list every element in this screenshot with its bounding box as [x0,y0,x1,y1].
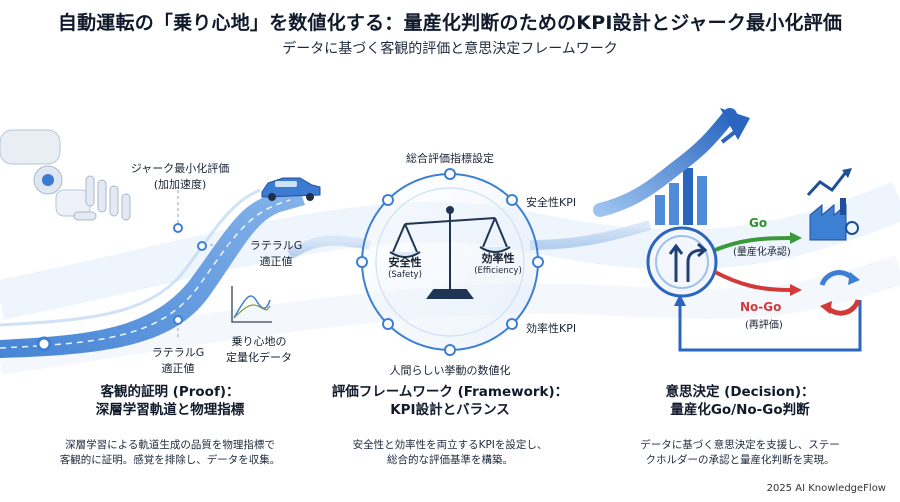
curved-road [0,188,305,358]
efficiency-kpi-label: 効率性KPI [526,322,577,335]
lateral-g-top-line2: 適正値 [259,255,293,268]
section-decision-title-line1: 意思決定 (Decision)： [665,384,815,400]
section-proof-title-line1: 客観的証明 (Proof)： [100,384,240,400]
car-icon [261,177,321,201]
efficiency-label: 効率性 (Efficiency) [460,250,536,276]
go-label: Go [749,216,768,230]
lateral-g-top-line1: ラテラルG [249,239,303,252]
section-proof-desc-line2: 客観的に証明。感覚を排除し、データを収集。 [59,454,281,466]
section-framework-desc: 安全性と効率性を両立するKPIを設定し、 総合的な評価基準を構築。 [320,438,580,468]
go-arrow [714,236,791,252]
balance-scale-icon [389,206,511,299]
comfort-data-label: 乗り心地の 定量化データ [214,333,304,365]
section-framework-title-line1: 評価フレームワーク (Framework)： [331,384,569,400]
section-proof-title: 客観的証明 (Proof)： 深層学習軌道と物理指標 [40,383,300,419]
efficiency-label-en: (Efficiency) [474,266,522,276]
lateral-g-top-label: ラテラルG 適正値 [236,237,316,269]
page-subtitle: データに基づく客観的評価と意思決定フレームワーク [282,41,618,57]
credit-text: 2025 AI KnowledgeFlow [766,483,886,494]
section-framework-desc-line2: 総合的な評価基準を構築。 [387,454,513,466]
decision-node-icon [646,226,718,298]
section-framework-desc-line1: 安全性と効率性を両立するKPIを設定し、 [352,439,548,451]
section-decision-desc-line1: データに基づく意思決定を支援し、ステー [640,439,840,451]
nogo-arrow [714,270,791,292]
re-evaluate-cycle-icon [819,270,861,316]
robot-hand-icon [0,129,131,221]
efficiency-label-jp: 効率性 [481,252,515,265]
safety-kpi-label: 安全性KPI [526,196,577,209]
jerk-label-line2: (加加速度) [153,178,207,191]
nogo-label: No-Go [740,300,782,314]
growth-arrow-icon [593,108,750,225]
section-framework-title-line2: KPI設計とバランス [390,402,510,418]
safety-label-jp: 安全性 [388,256,422,269]
factory-icon [806,168,859,241]
section-decision-title: 意思決定 (Decision)： 量産化Go/No-Go判断 [610,383,870,419]
comfort-data-line1: 乗り心地の [231,335,287,348]
lateral-g-bottom-line2: 適正値 [161,362,195,375]
lateral-g-bottom-label: ラテラルG 適正値 [138,344,218,376]
section-proof-desc-line1: 深層学習による軌道生成の品質を物理指標で [65,439,275,451]
ring-top-label: 総合評価指標設定 [406,152,494,165]
ring-bottom-label: 人間らしい挙動の数値化 [389,364,511,377]
jerk-label: ジャーク最小化評価 (加加速度) [110,160,250,192]
comfort-data-line2: 定量化データ [226,351,292,364]
section-decision-desc-line2: クホルダーの承認と量産化判断を実現。 [645,454,835,466]
section-framework-title: 評価フレームワーク (Framework)： KPI設計とバランス [320,383,580,419]
page-title: 自動運転の「乗り心地」を数値化する：量産化判断のためのKPI設計とジャーク最小化… [57,12,843,34]
safety-label: 安全性 (Safety) [378,254,432,280]
section-proof-desc: 深層学習による軌道生成の品質を物理指標で 客観的に証明。感覚を排除し、データを収… [30,438,310,468]
safety-label-en: (Safety) [388,270,422,280]
section-decision-title-line2: 量産化Go/No-Go判断 [670,402,810,418]
nogo-sub-label: (再評価) [745,320,783,331]
jerk-label-line1: ジャーク最小化評価 [130,162,230,175]
go-sub-label: (量産化承認) [733,247,791,258]
section-proof-title-line2: 深層学習軌道と物理指標 [95,402,245,418]
comfort-chart-icon [231,286,272,323]
feedback-loop [678,300,862,352]
section-decision-desc: データに基づく意思決定を支援し、ステー クホルダーの承認と量産化判断を実現。 [605,438,875,468]
lateral-g-bottom-line1: ラテラルG [151,346,205,359]
